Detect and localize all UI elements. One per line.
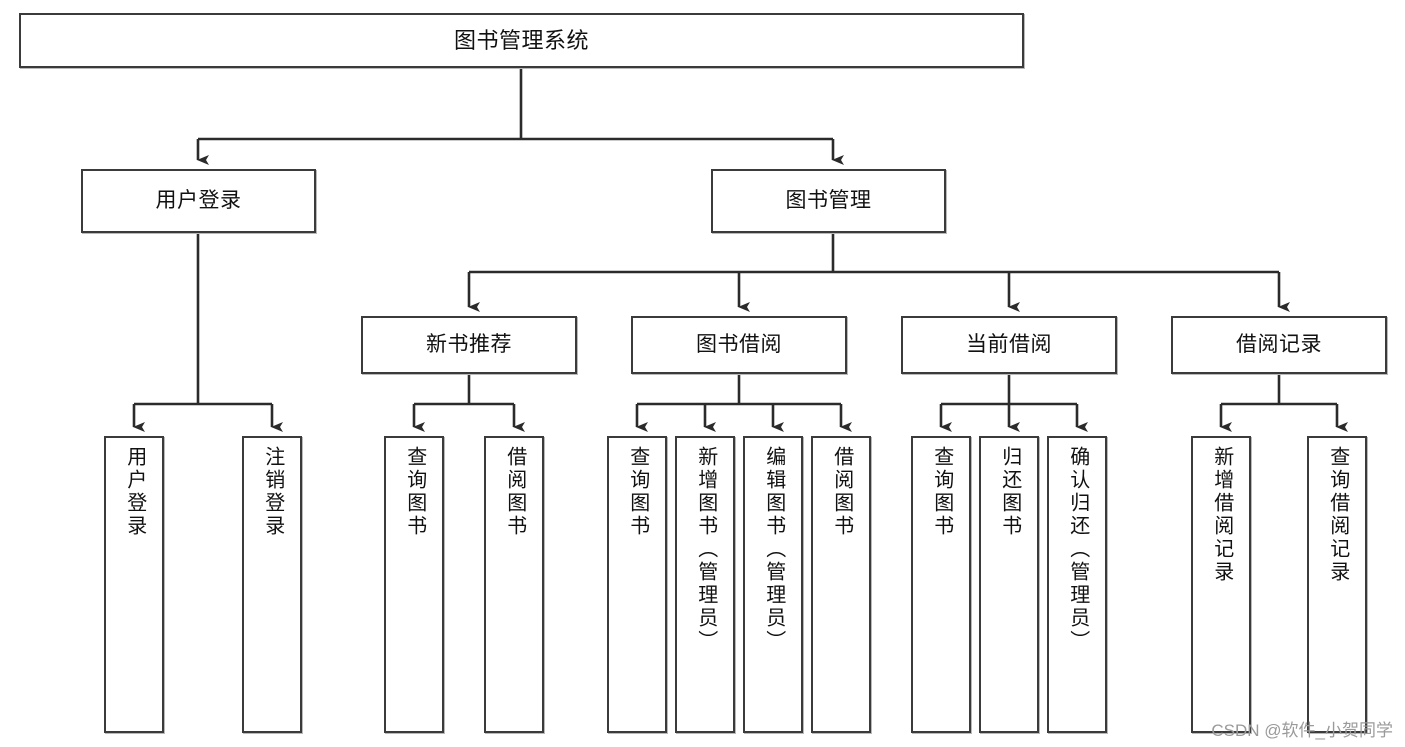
leaf-query-borrow-record[interactable]: 查询借阅记录 — [1307, 436, 1367, 733]
node-label: 确认归还（管理员） — [1066, 446, 1089, 653]
node-user-login[interactable]: 用户登录 — [81, 169, 316, 233]
leaf-query-book-current[interactable]: 查询图书 — [911, 436, 971, 733]
node-label: 借阅图书 — [830, 446, 853, 538]
leaf-borrow-book-recommend[interactable]: 借阅图书 — [484, 436, 544, 733]
node-root-system[interactable]: 图书管理系统 — [19, 13, 1024, 68]
node-label: 查询图书 — [626, 446, 649, 538]
node-label: 图书管理系统 — [453, 27, 589, 53]
node-label: 借阅记录 — [1236, 332, 1322, 356]
node-label: 图书借阅 — [696, 332, 782, 356]
node-label: 查询图书 — [403, 446, 426, 538]
leaf-add-book-admin[interactable]: 新增图书（管理员） — [675, 436, 735, 733]
node-label: 查询借阅记录 — [1326, 446, 1349, 584]
leaf-query-book-recommend[interactable]: 查询图书 — [384, 436, 444, 733]
node-book-borrow[interactable]: 图书借阅 — [631, 316, 847, 374]
node-new-book-recommend[interactable]: 新书推荐 — [361, 316, 577, 374]
node-current-borrow[interactable]: 当前借阅 — [901, 316, 1117, 374]
node-label: 借阅图书 — [503, 446, 526, 538]
node-label: 编辑图书（管理员） — [762, 446, 785, 653]
node-label: 新书推荐 — [426, 332, 512, 356]
node-label: 注销登录 — [261, 446, 284, 538]
node-label: 用户登录 — [123, 446, 146, 538]
node-label: 图书管理 — [785, 188, 872, 212]
node-label: 归还图书 — [998, 446, 1021, 538]
node-label: 用户登录 — [155, 188, 242, 212]
csdn-watermark: CSDN @软件_小贺同学 — [1211, 721, 1393, 740]
leaf-edit-book-admin[interactable]: 编辑图书（管理员） — [743, 436, 803, 733]
leaf-query-book-borrow[interactable]: 查询图书 — [607, 436, 667, 733]
leaf-confirm-return-admin[interactable]: 确认归还（管理员） — [1047, 436, 1107, 733]
node-label: 查询图书 — [930, 446, 953, 538]
node-label: 新增借阅记录 — [1210, 446, 1233, 584]
leaf-add-borrow-record[interactable]: 新增借阅记录 — [1191, 436, 1251, 733]
leaf-user-login[interactable]: 用户登录 — [104, 436, 164, 733]
leaf-logout[interactable]: 注销登录 — [242, 436, 302, 733]
leaf-borrow-book[interactable]: 借阅图书 — [811, 436, 871, 733]
leaf-return-book[interactable]: 归还图书 — [979, 436, 1039, 733]
node-label: 当前借阅 — [966, 332, 1052, 356]
node-borrow-records[interactable]: 借阅记录 — [1171, 316, 1387, 374]
node-label: 新增图书（管理员） — [694, 446, 717, 653]
node-book-management[interactable]: 图书管理 — [711, 169, 946, 233]
